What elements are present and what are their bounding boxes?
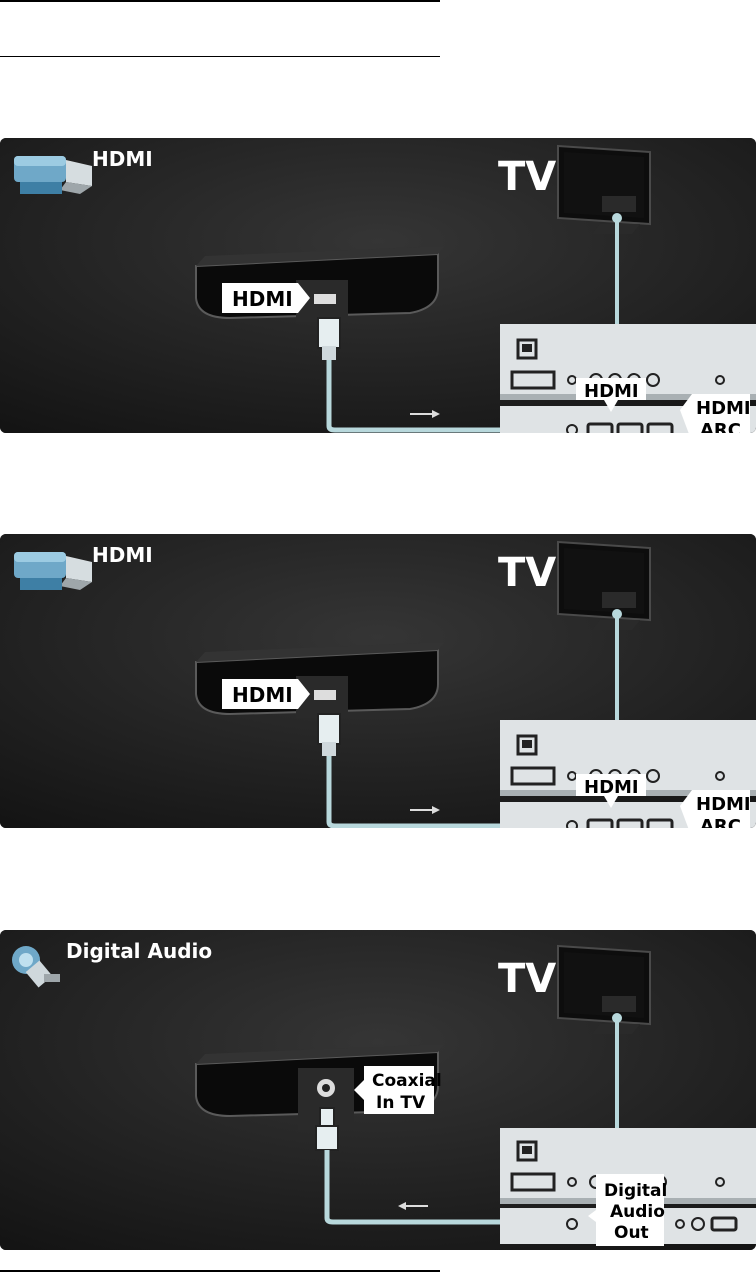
top-rule [0,0,440,2]
coaxial-plug-icon [12,946,60,988]
svg-text:In TV: In TV [376,1093,426,1113]
svg-text:HDMI: HDMI [696,398,751,419]
header-rule [0,56,440,57]
svg-text:Audio: Audio [610,1202,665,1222]
svg-text:Out: Out [614,1223,649,1243]
device-port-callout: HDMI [222,679,310,709]
tv-label: TV [498,154,556,200]
svg-text:HDMI: HDMI [584,381,639,402]
connection-type-label: HDMI [92,147,153,171]
device-port-callout: HDMI [222,283,310,313]
cable-direction-arrow [398,1202,428,1210]
svg-text:ARC: ARC [700,420,741,433]
connection-type-label: HDMI [92,543,153,567]
tv-port-callout: HDMI [576,378,646,412]
connection-type-label: Digital Audio [66,939,212,963]
bottom-rule [0,1270,440,1272]
tv-arc-callout: HDMI ARC [680,394,751,433]
svg-text:HDMI: HDMI [232,683,293,707]
tv-arc-callout: HDMI ARC [680,790,751,828]
device-port-callout: Coaxial In TV [354,1066,442,1114]
tv-port-callout: Digital Audio Out [588,1174,667,1246]
svg-text:HDMI: HDMI [232,287,293,311]
svg-text:ARC: ARC [700,816,741,828]
digital-audio-connection-diagram: Digital Audio TV Coaxial In TV [0,930,756,1250]
cable-direction-arrow [410,806,440,814]
svg-text:HDMI: HDMI [696,794,751,815]
hdmi-plug-icon [14,552,92,590]
hdmi-connection-diagram-2: HDMI TV HDMI [0,534,756,828]
tv-label: TV [498,550,556,596]
cable-direction-arrow [410,410,440,418]
svg-text:Coaxial: Coaxial [372,1071,442,1091]
svg-text:HDMI: HDMI [584,777,639,798]
hdmi-plug-icon [14,156,92,194]
hdmi-connection-diagram-1: HDMI TV HDMI [0,138,756,433]
tv-label: TV [498,956,556,1002]
svg-text:Digital: Digital [604,1181,667,1201]
tv-port-callout: HDMI [576,774,646,808]
